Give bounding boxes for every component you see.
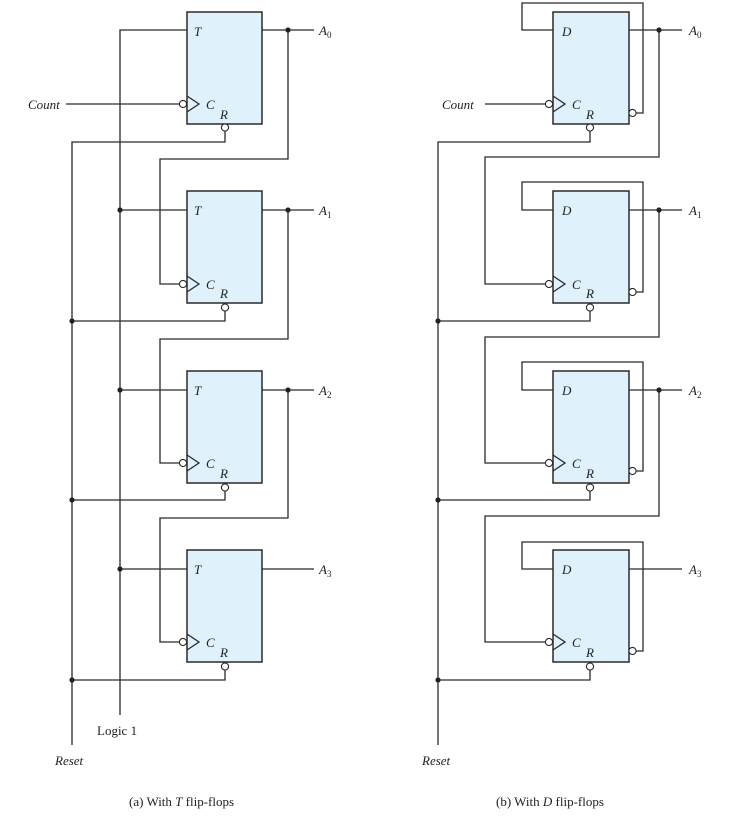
t-flipflop-0: T C R <box>178 11 263 132</box>
clock-pin-label: C <box>206 635 215 650</box>
svg-text:A2: A2 <box>318 383 331 400</box>
clock-pin-label: C <box>572 97 581 112</box>
svg-text:A3: A3 <box>688 562 702 579</box>
panel-d-flipflops: D C R D C R D C R <box>421 2 702 809</box>
d-input-label: D <box>561 562 572 577</box>
svg-text:A0: A0 <box>688 23 702 40</box>
output-sub: 1 <box>697 210 702 220</box>
d-input-label: D <box>561 24 572 39</box>
clock-pin-label: C <box>206 456 215 471</box>
output-letter: A <box>688 383 697 398</box>
svg-text:A0: A0 <box>318 23 332 40</box>
output-labels-a: A0 A1 A2 A3 <box>318 23 332 579</box>
caption-a: (a) With T flip-flops <box>129 794 234 809</box>
output-labels-b: A0 A1 A2 A3 <box>688 23 702 579</box>
output-sub: 1 <box>327 210 332 220</box>
svg-text:A3: A3 <box>318 562 332 579</box>
clock-pin-label: C <box>572 635 581 650</box>
t-input-label: T <box>194 203 202 218</box>
logic-1-line <box>117 29 187 715</box>
reset-pin-label: R <box>219 466 228 481</box>
reset-pin-label: R <box>219 107 228 122</box>
d-input-label: D <box>561 203 572 218</box>
t-input-label: T <box>194 383 202 398</box>
d-flipflop-2: D C R <box>544 370 637 492</box>
output-sub: 2 <box>697 390 702 400</box>
t-input-label: T <box>194 562 202 577</box>
reset-label: Reset <box>54 753 84 768</box>
output-letter: A <box>688 562 697 577</box>
output-letter: A <box>318 562 327 577</box>
ripple-wires-b <box>484 27 682 643</box>
output-letter: A <box>688 23 697 38</box>
panel-t-flipflops: T C R T C R T C R <box>28 11 332 809</box>
t-flipflop-2: T C R <box>178 370 263 492</box>
clock-pin-label: C <box>206 277 215 292</box>
t-flipflop-3: T C R <box>178 549 263 671</box>
output-letter: A <box>688 203 697 218</box>
output-sub: 2 <box>327 390 332 400</box>
caption-b: (b) With D flip-flops <box>496 794 604 809</box>
svg-text:A1: A1 <box>688 203 701 220</box>
output-sub: 3 <box>327 569 332 579</box>
reset-label: Reset <box>421 753 451 768</box>
reset-pin-label: R <box>585 286 594 301</box>
reset-line-a <box>69 131 226 745</box>
count-label: Count <box>28 97 60 112</box>
output-letter: A <box>318 23 327 38</box>
t-flipflop-1: T C R <box>178 190 263 312</box>
d-input-label: D <box>561 383 572 398</box>
d-flipflop-1: D C R <box>544 190 637 312</box>
clock-pin-label: C <box>572 456 581 471</box>
logic-1-label: Logic 1 <box>97 723 137 738</box>
clock-pin-label: C <box>206 97 215 112</box>
t-input-label: T <box>194 24 202 39</box>
d-flipflop-0: D C R <box>544 11 637 132</box>
svg-text:A2: A2 <box>688 383 701 400</box>
d-flipflop-3: D C R <box>544 549 637 671</box>
output-sub: 0 <box>327 30 332 40</box>
reset-pin-label: R <box>585 645 594 660</box>
ripple-wires-a <box>159 27 314 643</box>
output-sub: 3 <box>697 569 702 579</box>
output-letter: A <box>318 203 327 218</box>
svg-text:A1: A1 <box>318 203 331 220</box>
reset-pin-label: R <box>219 286 228 301</box>
reset-line-b <box>435 131 591 745</box>
output-sub: 0 <box>697 30 702 40</box>
reset-pin-label: R <box>585 107 594 122</box>
feedback-wires-b <box>521 2 644 652</box>
output-letter: A <box>318 383 327 398</box>
clock-pin-label: C <box>572 277 581 292</box>
count-label: Count <box>442 97 474 112</box>
reset-pin-label: R <box>585 466 594 481</box>
reset-pin-label: R <box>219 645 228 660</box>
